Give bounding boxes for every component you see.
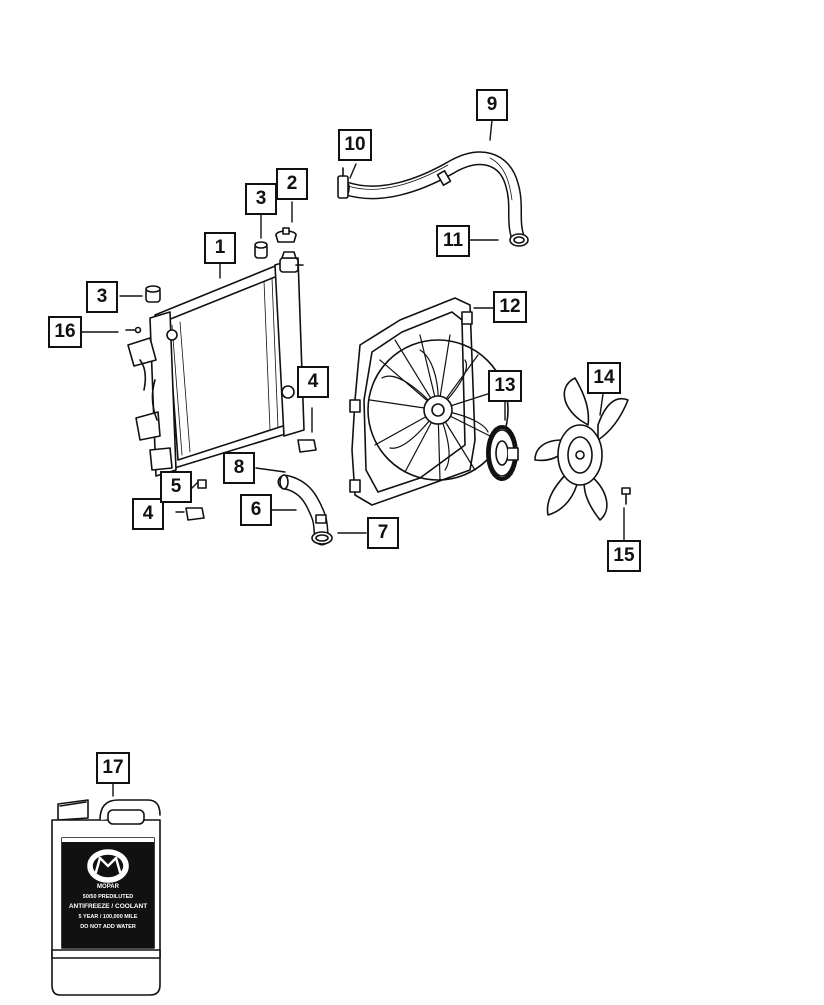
hose-clamp-7 xyxy=(311,531,333,545)
callout-9[interactable]: 9 xyxy=(476,89,508,121)
hose-clamp-11 xyxy=(509,233,529,247)
callout-4b[interactable]: 4 xyxy=(132,498,164,530)
callout-15[interactable]: 15 xyxy=(607,540,641,572)
callout-16[interactable]: 16 xyxy=(48,316,82,348)
lower-isolator-right xyxy=(297,439,317,453)
callout-11[interactable]: 11 xyxy=(436,225,470,257)
callout-7[interactable]: 7 xyxy=(367,517,399,549)
lower-hose xyxy=(277,474,333,546)
callout-10[interactable]: 10 xyxy=(338,129,372,161)
callout-6[interactable]: 6 xyxy=(240,494,272,526)
jug-line-4: DO NOT ADD WATER xyxy=(80,924,136,930)
callout-13[interactable]: 13 xyxy=(488,370,522,402)
callout-3a[interactable]: 3 xyxy=(245,183,277,215)
callout-8[interactable]: 8 xyxy=(223,452,255,484)
radiator-cap xyxy=(275,227,297,243)
lower-isolator-left xyxy=(185,507,205,521)
fan-clutch xyxy=(486,425,519,481)
upper-isolator-top xyxy=(254,241,268,259)
leader-lines xyxy=(79,119,625,797)
coolant-jug xyxy=(51,799,161,996)
jug-line-3: 5 YEAR / 100,000 MILE xyxy=(79,914,138,920)
radiator xyxy=(127,251,305,477)
callout-14[interactable]: 14 xyxy=(587,362,621,394)
hose-clamp-10 xyxy=(337,167,349,199)
callout-17[interactable]: 17 xyxy=(96,752,130,784)
jug-brand: MOPAR xyxy=(97,884,120,890)
upper-isolator-left xyxy=(145,285,161,303)
fastener-5 xyxy=(197,479,207,489)
callout-2[interactable]: 2 xyxy=(276,168,308,200)
callout-12[interactable]: 12 xyxy=(493,291,527,323)
callout-3b[interactable]: 3 xyxy=(86,281,118,313)
jug-line-1: 50/50 PREDILUTED xyxy=(83,894,133,900)
fan-shroud xyxy=(349,297,509,506)
callout-5[interactable]: 5 xyxy=(160,471,192,503)
jug-line-2: ANTIFREEZE / COOLANT xyxy=(69,903,147,910)
fan-bolt-15 xyxy=(621,487,631,505)
callout-4a[interactable]: 4 xyxy=(297,366,329,398)
fan-blade xyxy=(534,377,629,521)
upper-hose xyxy=(337,151,529,247)
bolt-16 xyxy=(125,326,142,334)
callout-1[interactable]: 1 xyxy=(204,232,236,264)
